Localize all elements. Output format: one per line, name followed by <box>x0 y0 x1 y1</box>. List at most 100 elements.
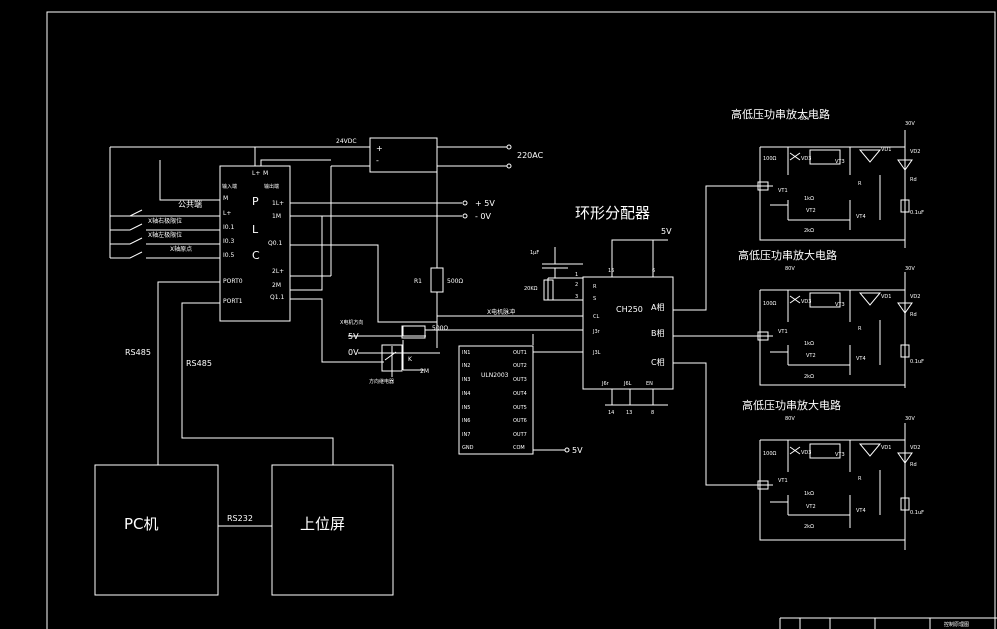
plc-m: M <box>223 195 228 202</box>
plc-letter-p: P <box>252 195 259 208</box>
svg-text:0.1uF: 0.1uF <box>910 359 924 365</box>
dc-zero: - 0V <box>475 212 492 221</box>
uln-out6: OUT6 <box>513 418 527 424</box>
uln-in3: IN3 <box>462 377 470 383</box>
svg-text:100Ω: 100Ω <box>763 156 777 162</box>
relay-box <box>381 344 403 372</box>
svg-text:30V: 30V <box>905 266 915 272</box>
dist-bottom-14: 14 <box>608 410 614 416</box>
dist-pin-j3l: J3L <box>592 350 601 356</box>
plc-top-m: M <box>263 170 268 177</box>
pc-box <box>94 464 219 596</box>
power-supply-label: 24VDC <box>336 138 357 145</box>
svg-text:R: R <box>858 181 862 187</box>
uln-in6: IN6 <box>462 418 470 424</box>
relay-k: K <box>408 356 413 363</box>
uln-in2: IN2 <box>462 363 470 369</box>
resistor-r1 <box>430 267 444 293</box>
hmi-box <box>271 464 394 596</box>
plc-1lplus: 1L+ <box>272 200 284 207</box>
power-minus: - <box>376 156 379 165</box>
dist-phase-a: A相 <box>651 302 664 312</box>
svg-text:30V: 30V <box>905 121 915 127</box>
plc-i03: I0.3 <box>223 238 234 245</box>
amp-c-title: 高低压功串放大电路 <box>742 398 841 412</box>
uln-vcc-terminal <box>564 447 570 453</box>
svg-text:1kΩ: 1kΩ <box>804 196 814 202</box>
plc-input-common: 输入端 <box>222 183 237 190</box>
dist-pin-r: R <box>593 284 597 290</box>
svg-text:VD3: VD3 <box>801 299 811 305</box>
power-ac-label: 220AC <box>517 151 544 160</box>
svg-text:VT1: VT1 <box>778 478 788 484</box>
ring-distributor: 环形分配器 CH250 5V 16 6 R S CL J3r J3L A相 B相… <box>524 185 760 486</box>
hmi-label: 上位屏 <box>300 515 345 533</box>
plc-output-common: 输出端 <box>264 183 279 190</box>
rs485-port0: RS485 <box>125 348 151 357</box>
uln-in7: IN7 <box>462 432 470 438</box>
dist-bottom-j6l: J6L <box>623 381 632 387</box>
plc-letter-c: C <box>252 249 260 262</box>
svg-text:VT2: VT2 <box>806 208 816 214</box>
uln-out7: OUT7 <box>513 432 527 438</box>
svg-text:VT1: VT1 <box>778 188 788 194</box>
plc-letter-l: L <box>252 223 259 236</box>
dc-out-zero <box>462 213 468 219</box>
uln-right-pins: OUT1 OUT2 OUT3 OUT4 OUT5 OUT6 OUT7 COM <box>513 350 527 451</box>
relay-dir-label: X电机方向 <box>340 319 363 326</box>
plc-q01: Q0.1 <box>268 240 282 247</box>
amplifier-a: 高低压功串放大电路 VT1 VT2 VT3 VT4 VD1 VD2 VD3 R … <box>731 107 924 248</box>
svg-text:80V: 80V <box>785 266 795 272</box>
uln-out2: OUT2 <box>513 363 527 369</box>
plc-lplus: L+ <box>223 210 231 217</box>
svg-text:VT2: VT2 <box>806 504 816 510</box>
uln-name: ULN2003 <box>481 372 509 379</box>
svg-text:100Ω: 100Ω <box>763 451 777 457</box>
power-plus: + <box>376 144 383 153</box>
svg-text:VT4: VT4 <box>856 508 866 514</box>
plc-block: P L C L+ M 输入端 M L+ I0.1 I0.3 I0.5 PORT0… <box>219 165 291 322</box>
input-common-label: 公共端 <box>178 199 202 209</box>
plc-q11: Q1.1 <box>270 294 284 301</box>
uln-com: COM <box>513 445 525 451</box>
plc-i05: I0.5 <box>223 252 234 259</box>
uln-out1: OUT1 <box>513 350 527 356</box>
distributor-box <box>582 276 674 390</box>
uln-out5: OUT5 <box>513 405 527 411</box>
svg-text:30V: 30V <box>905 416 915 422</box>
cap-label: 1μF <box>530 250 539 256</box>
svg-text:R: R <box>858 326 862 332</box>
svg-text:80V: 80V <box>800 116 810 122</box>
svg-text:VD3: VD3 <box>801 450 811 456</box>
svg-text:VD2: VD2 <box>910 149 920 155</box>
dist-pin-s: S <box>593 296 596 302</box>
uln-out3: OUT3 <box>513 377 527 383</box>
svg-text:VT3: VT3 <box>835 302 845 308</box>
amplifier-b: 高低压功串放大电路 VT1 VT2 VT3 VT4 VD1 VD2 VD3 R … <box>738 248 924 388</box>
dist-bottom-8: 8 <box>651 410 654 416</box>
drawing-border <box>46 11 996 629</box>
dist-left-1: 1 <box>575 272 578 278</box>
dist-phase-b: B相 <box>651 328 665 338</box>
svg-text:VD1: VD1 <box>881 147 891 153</box>
dist-pin-cl: CL <box>593 314 599 320</box>
ac-terminal-bottom <box>506 163 512 169</box>
svg-text:VD1: VD1 <box>881 445 891 451</box>
r2-value: 500Ω <box>432 325 448 332</box>
rs485-port1: RS485 <box>186 359 212 368</box>
svg-text:0.1uF: 0.1uF <box>910 510 924 516</box>
uln-in4: IN4 <box>462 391 470 397</box>
svg-text:VT3: VT3 <box>835 452 845 458</box>
r1-label: R1 <box>414 278 422 285</box>
svg-text:VD2: VD2 <box>910 445 920 451</box>
plc-1m: 1M <box>272 213 281 220</box>
rext-label: 20KΩ <box>524 286 538 292</box>
svg-text:VT1: VT1 <box>778 329 788 335</box>
plc-2m: 2M <box>272 282 281 289</box>
svg-text:0.1uF: 0.1uF <box>910 210 924 216</box>
uln-gnd: GND <box>462 445 474 451</box>
distributor-vcc: 5V <box>661 227 672 236</box>
resistor-r2 <box>401 325 426 339</box>
uln-chip: ULN2003 IN1 IN2 IN3 IN4 IN5 IN6 IN7 GND … <box>458 334 583 455</box>
